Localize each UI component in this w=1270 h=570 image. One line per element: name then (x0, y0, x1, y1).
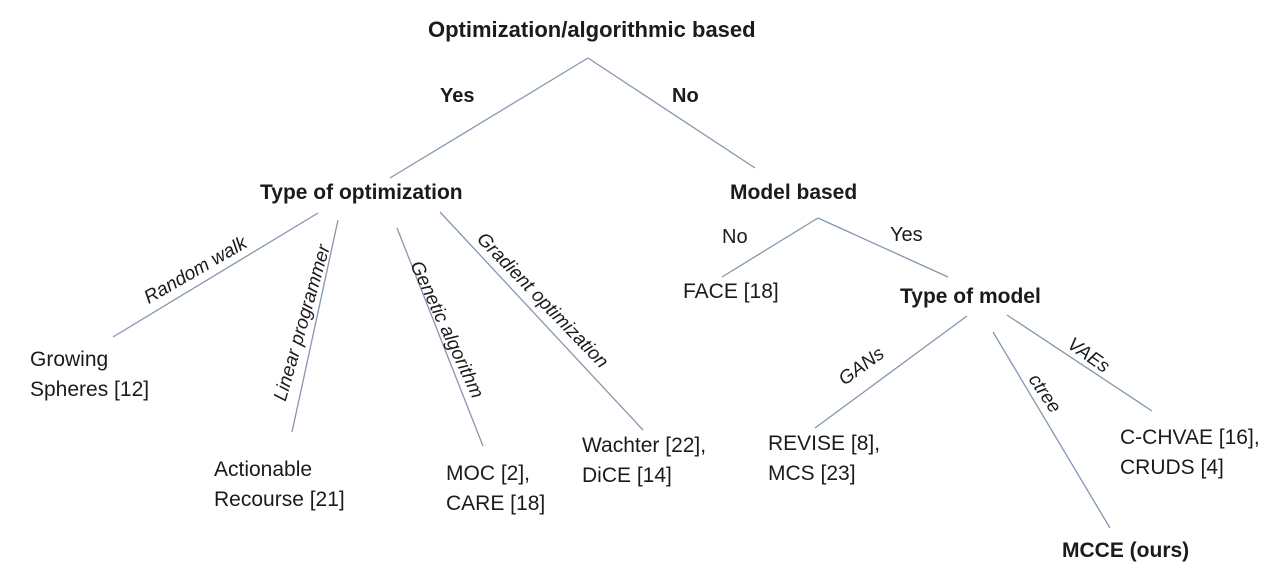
edge-line-root-yes (389, 57, 589, 179)
node-type-of-optimization: Type of optimization (260, 181, 463, 204)
edge-line-linear-programmer (291, 219, 339, 433)
edge-line-vaes (1006, 314, 1153, 412)
edge-line-gradient-optimization (439, 211, 644, 431)
leaf-face: FACE [18] (683, 280, 779, 303)
edge-line-root-no (587, 57, 756, 169)
leaf-mcce-ours: MCCE (ours) (1062, 539, 1190, 562)
leaf-actionable-recourse: Actionable Recourse [21] (214, 458, 345, 511)
node-optimization-algorithmic-based: Optimization/algorithmic based (428, 17, 756, 42)
branch-label-root-yes: Yes (440, 85, 475, 107)
leaf-moc-care: MOC [2], CARE [18] (446, 462, 546, 515)
edge-line-model-yes (817, 217, 949, 278)
leaf-growing-spheres: Growing Spheres [12] (30, 348, 150, 401)
branch-label-root-no: No (672, 85, 699, 107)
leaf-wachter-dice: Wachter [22], DiCE [14] (582, 434, 707, 487)
leaf-cchvae-cruds: C-CHVAE [16], CRUDS [4] (1120, 426, 1260, 479)
node-model-based: Model based (730, 181, 858, 204)
branch-label-model-no: No (722, 226, 748, 248)
edge-line-random-walk (112, 212, 319, 338)
edge-line-model-no (721, 217, 819, 278)
branch-label-model-yes: Yes (890, 224, 923, 246)
edge-line-gans (814, 315, 968, 429)
edge-line-ctree (992, 331, 1111, 529)
leaf-revise-mcs: REVISE [8], MCS [23] (768, 432, 881, 485)
edge-line-genetic-algorithm (396, 227, 484, 447)
node-type-of-model: Type of model (900, 285, 1041, 308)
